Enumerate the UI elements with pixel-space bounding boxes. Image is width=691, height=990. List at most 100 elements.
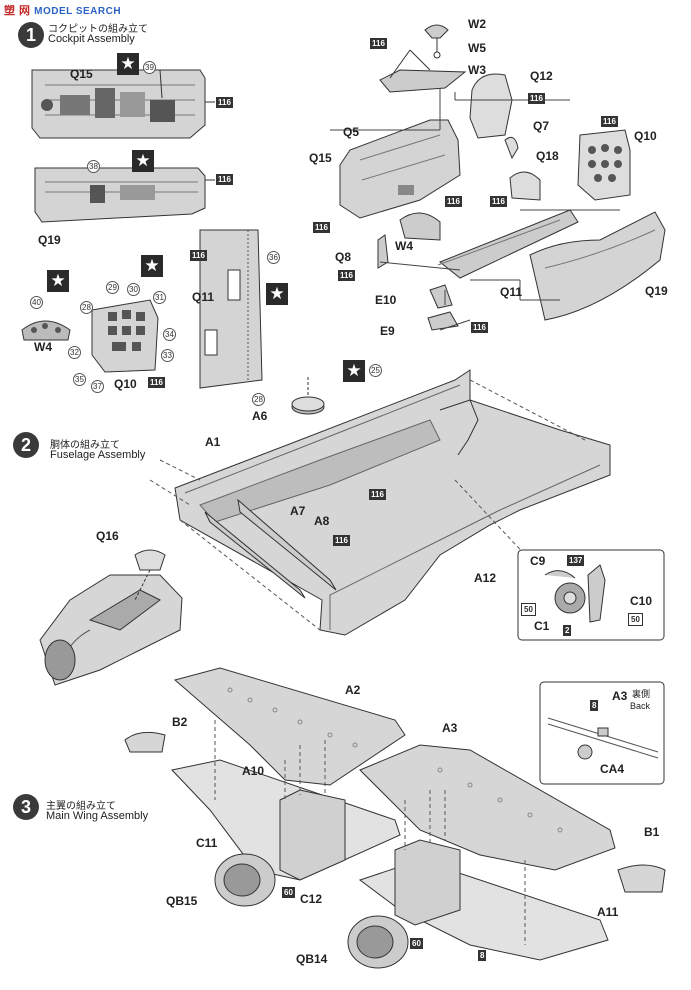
- part-label-q15-right: Q15: [309, 151, 332, 165]
- part-label-a8: A8: [314, 514, 330, 528]
- part-label-a6: A6: [252, 409, 268, 423]
- color-code-box: 137: [567, 555, 585, 566]
- watermark: 塑 网 MODEL SEARCH: [4, 2, 121, 18]
- callout-number: 36: [267, 251, 280, 264]
- color-code-box: 116: [333, 535, 350, 546]
- part-label-w4-right: W4: [395, 239, 413, 253]
- part-label-c10: C10: [630, 594, 653, 608]
- step-number-2: 2: [13, 432, 39, 458]
- part-label-q10: Q10: [114, 377, 137, 391]
- part-label-w3: W3: [468, 63, 486, 77]
- part-label-c9: C9: [530, 554, 546, 568]
- color-code-box: 116: [338, 270, 355, 281]
- step-3-title-en: Main Wing Assembly: [46, 810, 149, 822]
- color-code-box: 116: [190, 250, 207, 261]
- part-label-q12: Q12: [530, 69, 553, 83]
- star-paint-icon: ★: [47, 270, 69, 292]
- part-label-c11: C11: [196, 836, 218, 850]
- part-label-b2: B2: [172, 715, 188, 729]
- color-code-box: 8: [590, 700, 599, 711]
- part-label-e10: E10: [375, 293, 397, 307]
- part-label-a12: A12: [474, 571, 497, 585]
- part-label-a3: A3: [442, 721, 458, 735]
- part-label-b1: B1: [644, 825, 660, 839]
- color-code-box: 116: [601, 116, 618, 127]
- callout-number: 34: [163, 328, 176, 341]
- part-label-w2: W2: [468, 17, 486, 31]
- color-code-box: 116: [148, 377, 165, 388]
- step-number-3: 3: [13, 794, 39, 820]
- color-code-box: 2: [563, 625, 572, 636]
- step-2-title-jp: 胴体の組み立て: [50, 440, 120, 451]
- step-number-1: 1: [18, 22, 44, 48]
- part-label-e9: E9: [380, 324, 395, 338]
- part-label-q16: Q16: [96, 529, 119, 543]
- step-3-title-jp: 主翼の組み立て: [46, 801, 116, 812]
- callout-number: 32: [68, 346, 81, 359]
- part-label-qb15: QB15: [166, 894, 198, 908]
- part-label-a11: A11: [597, 905, 619, 919]
- watermark-en: MODEL SEARCH: [34, 6, 122, 17]
- callout-number: 25: [369, 364, 382, 377]
- color-code-box: 116: [471, 322, 488, 333]
- part-label-a3-back-en: Back: [630, 701, 651, 711]
- step-2-title-en: Fuselage Assembly: [50, 449, 146, 461]
- step-1-title-jp: コクピットの組み立て: [48, 24, 148, 35]
- color-code-box: 116: [313, 222, 330, 233]
- part-label-q7: Q7: [533, 119, 550, 133]
- part-label-q11-right: Q11: [500, 285, 523, 299]
- color-code-box: 116: [216, 174, 233, 185]
- part-label-q5: Q5: [343, 125, 360, 139]
- star-paint-icon: ★: [132, 150, 154, 172]
- color-code-box: 116: [445, 196, 462, 207]
- part-label-c12: C12: [300, 892, 323, 906]
- part-label-c1: C1: [534, 619, 550, 633]
- color-code-box: 116: [490, 196, 507, 207]
- callout-number: 35: [73, 373, 86, 386]
- part-label-a10: A10: [242, 764, 265, 778]
- color-code-box: 60: [282, 887, 295, 898]
- color-code-box: 116: [216, 97, 233, 108]
- part-label-a2: A2: [345, 683, 361, 697]
- part-label-w5: W5: [468, 41, 486, 55]
- callout-number: 39: [143, 61, 156, 74]
- callout-number: 33: [161, 349, 174, 362]
- callout-number: 28: [252, 393, 265, 406]
- callout-number: 40: [30, 296, 43, 309]
- callout-number: 30: [127, 283, 140, 296]
- step-1-title-en: Cockpit Assembly: [48, 33, 135, 45]
- color-code-box: 8: [478, 950, 487, 961]
- part-label-q19: Q19: [38, 233, 61, 247]
- part-label-w4: W4: [34, 340, 52, 354]
- callout-number: 37: [91, 380, 104, 393]
- star-paint-icon: ★: [266, 283, 288, 305]
- callout-number: 29: [106, 281, 119, 294]
- part-label-q19-right: Q19: [645, 284, 668, 298]
- color-code-box: 116: [370, 38, 387, 49]
- star-paint-icon: ★: [117, 53, 139, 75]
- part-label-a7: A7: [290, 504, 306, 518]
- part-label-q15: Q15: [70, 67, 93, 81]
- watermark-cn: 塑 网: [4, 5, 31, 17]
- callout-number: 38: [87, 160, 100, 173]
- part-label-q18: Q18: [536, 149, 559, 163]
- color-code-box: 50: [628, 613, 643, 626]
- part-label-q8: Q8: [335, 250, 352, 264]
- callout-number: 31: [153, 291, 166, 304]
- color-code-box: 50: [521, 603, 536, 616]
- star-paint-icon: ★: [343, 360, 365, 382]
- color-code-box: 60: [410, 938, 423, 949]
- part-label-qb14: QB14: [296, 952, 328, 966]
- color-code-box: 116: [528, 93, 545, 104]
- part-label-a3-back-jp: 裏側: [632, 689, 651, 699]
- star-paint-icon: ★: [141, 255, 163, 277]
- callout-number: 28: [80, 301, 93, 314]
- part-label-a3-back: A3: [612, 689, 628, 703]
- part-label-ca4: CA4: [600, 762, 625, 776]
- part-label-a1: A1: [205, 435, 221, 449]
- part-label-q11: Q11: [192, 290, 215, 304]
- part-label-q10-right: Q10: [634, 129, 657, 143]
- color-code-box: 116: [369, 489, 386, 500]
